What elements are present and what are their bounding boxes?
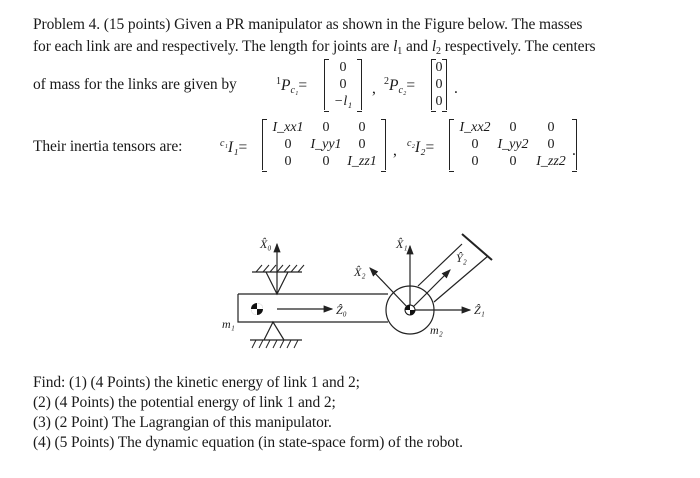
- l2-sub: 2: [436, 46, 441, 57]
- p2-v2: 0: [435, 94, 443, 109]
- p2-v0: 0: [435, 60, 443, 75]
- find-item-1: Find: (1) (4 Points) the kinetic energy …: [33, 374, 360, 391]
- i2-cell: 0: [509, 120, 517, 135]
- problem-line-2: for each link are and respectively. The …: [33, 38, 596, 57]
- m2-label: m₂: [430, 323, 443, 337]
- i1-cell: 0: [322, 120, 330, 135]
- z1-label: Ẑ₁: [474, 303, 485, 317]
- i1-matrix: I_xx1 0 0 0 I_yy1 0 0 0 I_zz1: [262, 119, 386, 172]
- i2-cell: 0: [471, 137, 479, 152]
- i1-cell: I_xx1: [272, 120, 304, 135]
- i1-symbol: I₁: [227, 139, 239, 156]
- p2-symbol: P: [389, 77, 399, 94]
- i2-cell: I_xx2: [459, 120, 491, 135]
- i2-cell: 0: [547, 137, 555, 152]
- p1-v2: −l₁: [333, 94, 353, 109]
- problem-line-2a: for each link are and respectively. The …: [33, 38, 394, 55]
- com-marker-1-icon: [251, 303, 263, 315]
- p1-sup: 1: [276, 76, 281, 87]
- x0-label: X̂₀: [259, 237, 272, 251]
- problem-line-4: Their inertia tensors are:: [33, 138, 183, 155]
- find-item-3: (3) (2 Point) The Lagrangian of this man…: [33, 414, 332, 431]
- p2-label: 2Pc₂=: [384, 76, 416, 96]
- i1-cell: I_yy1: [310, 137, 342, 152]
- pr-manipulator-figure: X̂₀ Ẑ₀ X̂₁ Ẑ₁ X̂₂ Ŷ₂ m₁ m₂: [222, 233, 493, 349]
- p1-v1: 0: [339, 77, 347, 92]
- p1-symbol: P: [281, 77, 291, 94]
- problem-line-1: Problem 4. (15 points) Given a PR manipu…: [33, 16, 583, 33]
- i2-sup: c₂: [407, 138, 415, 149]
- find-item-4: (4) (5 Points) The dynamic equation (in …: [33, 434, 463, 451]
- l1-sub: 1: [397, 46, 403, 57]
- i2-cell: 0: [471, 154, 479, 169]
- i2-cell: I_zz2: [536, 154, 566, 169]
- comma-2: ,: [393, 142, 397, 159]
- i1-cell: 0: [358, 137, 366, 152]
- x2-label: X̂₂: [353, 265, 366, 279]
- i2-label: c₂I₂=: [407, 138, 435, 156]
- m1-label: m₁: [222, 317, 235, 331]
- p2-vector: 0 0 0: [431, 59, 447, 112]
- y2-label: Ŷ₂: [456, 251, 467, 265]
- period-1: .: [454, 80, 458, 97]
- p1-v0: 0: [339, 60, 347, 75]
- period-2: .: [572, 142, 576, 159]
- x1-label: X̂₁: [395, 237, 408, 251]
- i1-cell: 0: [322, 154, 330, 169]
- problem-line-3: of mass for the links are given by: [33, 76, 237, 93]
- p1-vector: 0 0 −l₁: [324, 59, 362, 112]
- i2-cell: 0: [509, 154, 517, 169]
- p2-sup: 2: [384, 76, 389, 87]
- z0-label: Ẑ₀: [336, 303, 347, 317]
- and-text: and: [402, 38, 432, 55]
- l2-symbol: l: [431, 38, 437, 55]
- problem-line-2b: respectively. The centers: [440, 38, 596, 55]
- i1-cell: I_zz1: [347, 154, 377, 169]
- i1-label: c₁I₁=: [220, 138, 248, 156]
- i1-cell: 0: [284, 154, 292, 169]
- l1-symbol: l: [393, 38, 398, 55]
- i1-cell: 0: [358, 120, 366, 135]
- p1-label: 1Pc₁=: [276, 76, 308, 96]
- i2-symbol: I₂: [414, 139, 426, 156]
- p1-sub: c₁: [290, 85, 299, 96]
- i1-cell: 0: [284, 137, 292, 152]
- i2-cell: 0: [547, 120, 555, 135]
- i2-cell: I_yy2: [497, 137, 529, 152]
- i1-sup: c₁: [220, 138, 228, 149]
- comma-1: ,: [372, 80, 376, 97]
- i2-matrix: I_xx2 0 0 0 I_yy2 0 0 0 I_zz2: [449, 119, 577, 172]
- p2-v1: 0: [435, 77, 443, 92]
- com-marker-2-icon: [404, 304, 416, 316]
- find-item-2: (2) (4 Points) the potential energy of l…: [33, 394, 336, 411]
- p2-sub: c₂: [398, 85, 407, 96]
